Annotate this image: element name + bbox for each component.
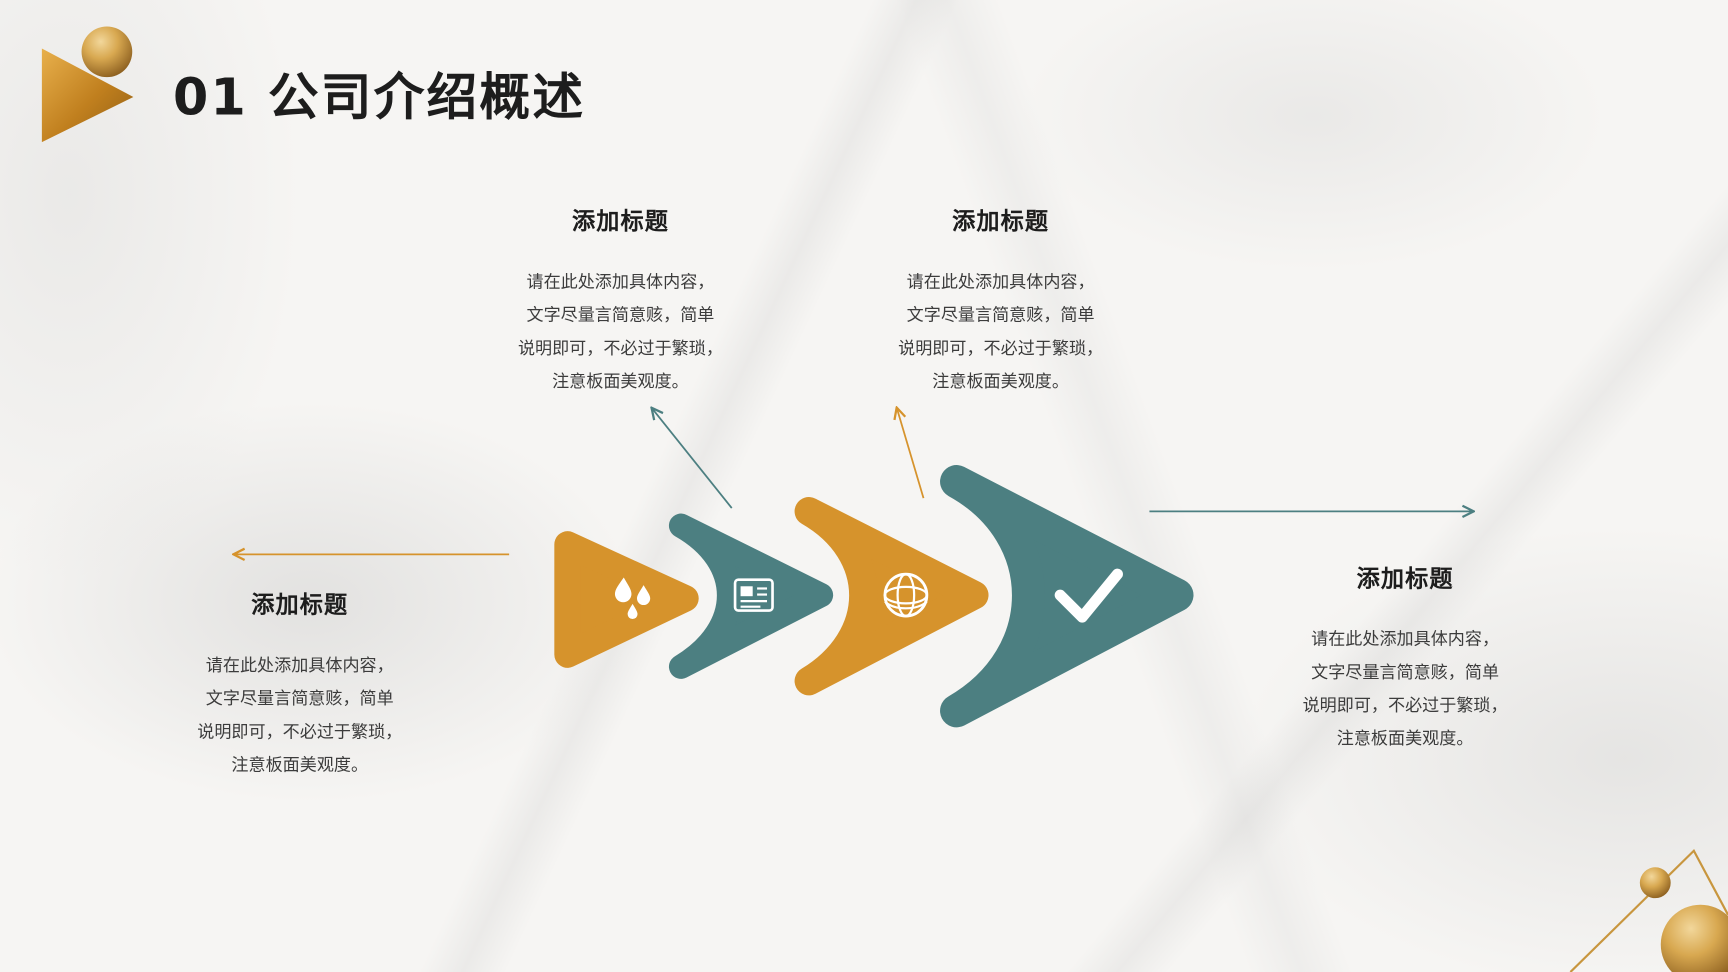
logo-sphere <box>81 26 133 78</box>
block-body-line: 注意板面美观度。 <box>932 371 1069 392</box>
globe-icon <box>883 572 929 618</box>
block-body-line: 文字尽量言简意赅，简单 <box>526 305 715 326</box>
block-body-line: 注意板面美观度。 <box>231 754 369 775</box>
check-icon <box>1054 568 1123 623</box>
block-body-line: 文字尽量言简意赅，简单 <box>205 688 394 709</box>
corner-sphere-large <box>1660 904 1728 972</box>
arrow-shape-3 <box>794 497 989 696</box>
text-block-top-right: 添加标题 请在此处添加具体内容， 文字尽量言简意赅，简单 说明即可，不必过于繁琐… <box>863 204 1139 398</box>
connector-top-left <box>652 409 733 509</box>
logo-triangle-icon <box>41 48 134 143</box>
text-block-top-left: 添加标题 请在此处添加具体内容， 文字尽量言简意赅，简单 说明即可，不必过于繁琐… <box>483 204 759 398</box>
block-body-line: 说明即可，不必过于繁琐， <box>197 721 403 742</box>
block-title: 添加标题 <box>952 208 1050 235</box>
block-body-line: 注意板面美观度。 <box>1336 728 1474 749</box>
block-body-line: 请在此处添加具体内容， <box>1311 629 1500 650</box>
water-drops-icon <box>614 577 651 620</box>
block-body-line: 说明即可，不必过于繁琐， <box>517 338 723 359</box>
block-body-line: 文字尽量言简意赅，简单 <box>1311 662 1500 683</box>
block-body-line: 请在此处添加具体内容， <box>526 272 715 293</box>
process-arrow-1 <box>554 531 699 668</box>
text-block-left: 添加标题 请在此处添加具体内容， 文字尽量言简意赅，简单 说明即可，不必过于繁琐… <box>162 587 438 781</box>
block-title: 添加标题 <box>251 591 349 619</box>
page-title: 01 公司介绍概述 <box>173 67 586 127</box>
process-arrow-3 <box>794 497 989 696</box>
corner-decoration <box>1569 848 1728 972</box>
connector-top-right <box>897 409 925 499</box>
text-block-right: 添加标题 请在此处添加具体内容， 文字尽量言简意赅，简单 说明即可，不必过于繁琐… <box>1267 561 1543 755</box>
corner-sphere-small <box>1639 867 1671 899</box>
block-body-line: 说明即可，不必过于繁琐， <box>1302 695 1508 716</box>
block-body-line: 请在此处添加具体内容， <box>205 655 394 676</box>
logo-decoration <box>41 26 134 143</box>
block-body-line: 说明即可，不必过于繁琐， <box>898 338 1104 359</box>
process-arrow-2 <box>668 513 834 679</box>
block-body-line: 文字尽量言简意赅，简单 <box>906 305 1095 326</box>
block-body-line: 请在此处添加具体内容， <box>906 272 1095 293</box>
corner-line <box>1569 848 1728 972</box>
block-body-line: 注意板面美观度。 <box>552 371 689 392</box>
process-arrow-4 <box>940 465 1194 728</box>
block-title: 添加标题 <box>1356 565 1454 592</box>
newspaper-icon <box>733 578 774 612</box>
block-title: 添加标题 <box>571 208 669 235</box>
